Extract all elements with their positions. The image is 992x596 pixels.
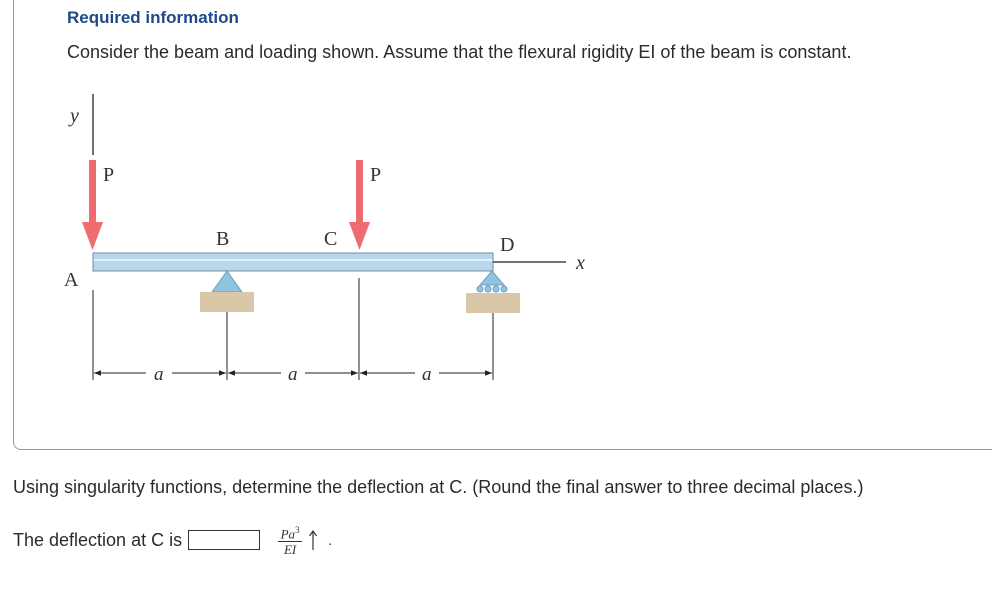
support-b-pin [211, 270, 243, 293]
span-label-cd: a [422, 364, 432, 385]
required-information-heading: Required information [67, 8, 239, 27]
support-d-roller [478, 270, 506, 286]
up-arrow-icon [309, 529, 318, 550]
load-left-label: P [103, 164, 114, 186]
span-label-bc: a [288, 364, 298, 385]
answer-suffix: . [328, 532, 332, 548]
units-fraction: Pa3 EI [278, 524, 303, 558]
answer-prefix: The deflection at C is [13, 529, 183, 550]
fraction-bar [278, 541, 303, 543]
load-mid-arrowhead [349, 222, 370, 250]
load-mid-shaft [356, 160, 363, 224]
question-text: Using singularity functions, determine t… [13, 477, 864, 497]
required-information-panel [13, 0, 992, 450]
units-numerator: Pa3 [280, 524, 300, 542]
roller-wheel-3 [492, 285, 500, 293]
point-b-label: B [216, 228, 229, 250]
x-axis-label: x [575, 252, 585, 274]
y-axis-label: y [68, 105, 79, 127]
beam [92, 252, 494, 272]
point-c-label: C [324, 228, 337, 250]
span-label-ab: a [154, 364, 164, 385]
load-left-arrowhead [82, 222, 103, 250]
problem-statement: Consider the beam and loading shown. Ass… [67, 42, 852, 62]
support-d-ground [466, 293, 520, 313]
roller-wheel-4 [500, 285, 508, 293]
beam-diagram: y P P A B C D x a a a [64, 94, 585, 385]
point-d-label: D [500, 234, 514, 256]
support-b-ground [200, 292, 254, 312]
roller-wheel-2 [484, 285, 492, 293]
deflection-answer-input[interactable] [188, 530, 261, 550]
answer-row: The deflection at C is Pa3 EI . [13, 524, 332, 558]
roller-wheel-1 [476, 285, 484, 293]
load-left-shaft [89, 160, 96, 224]
point-a-label: A [64, 269, 79, 291]
load-mid-label: P [370, 164, 381, 186]
units-denominator: EI [283, 542, 297, 558]
